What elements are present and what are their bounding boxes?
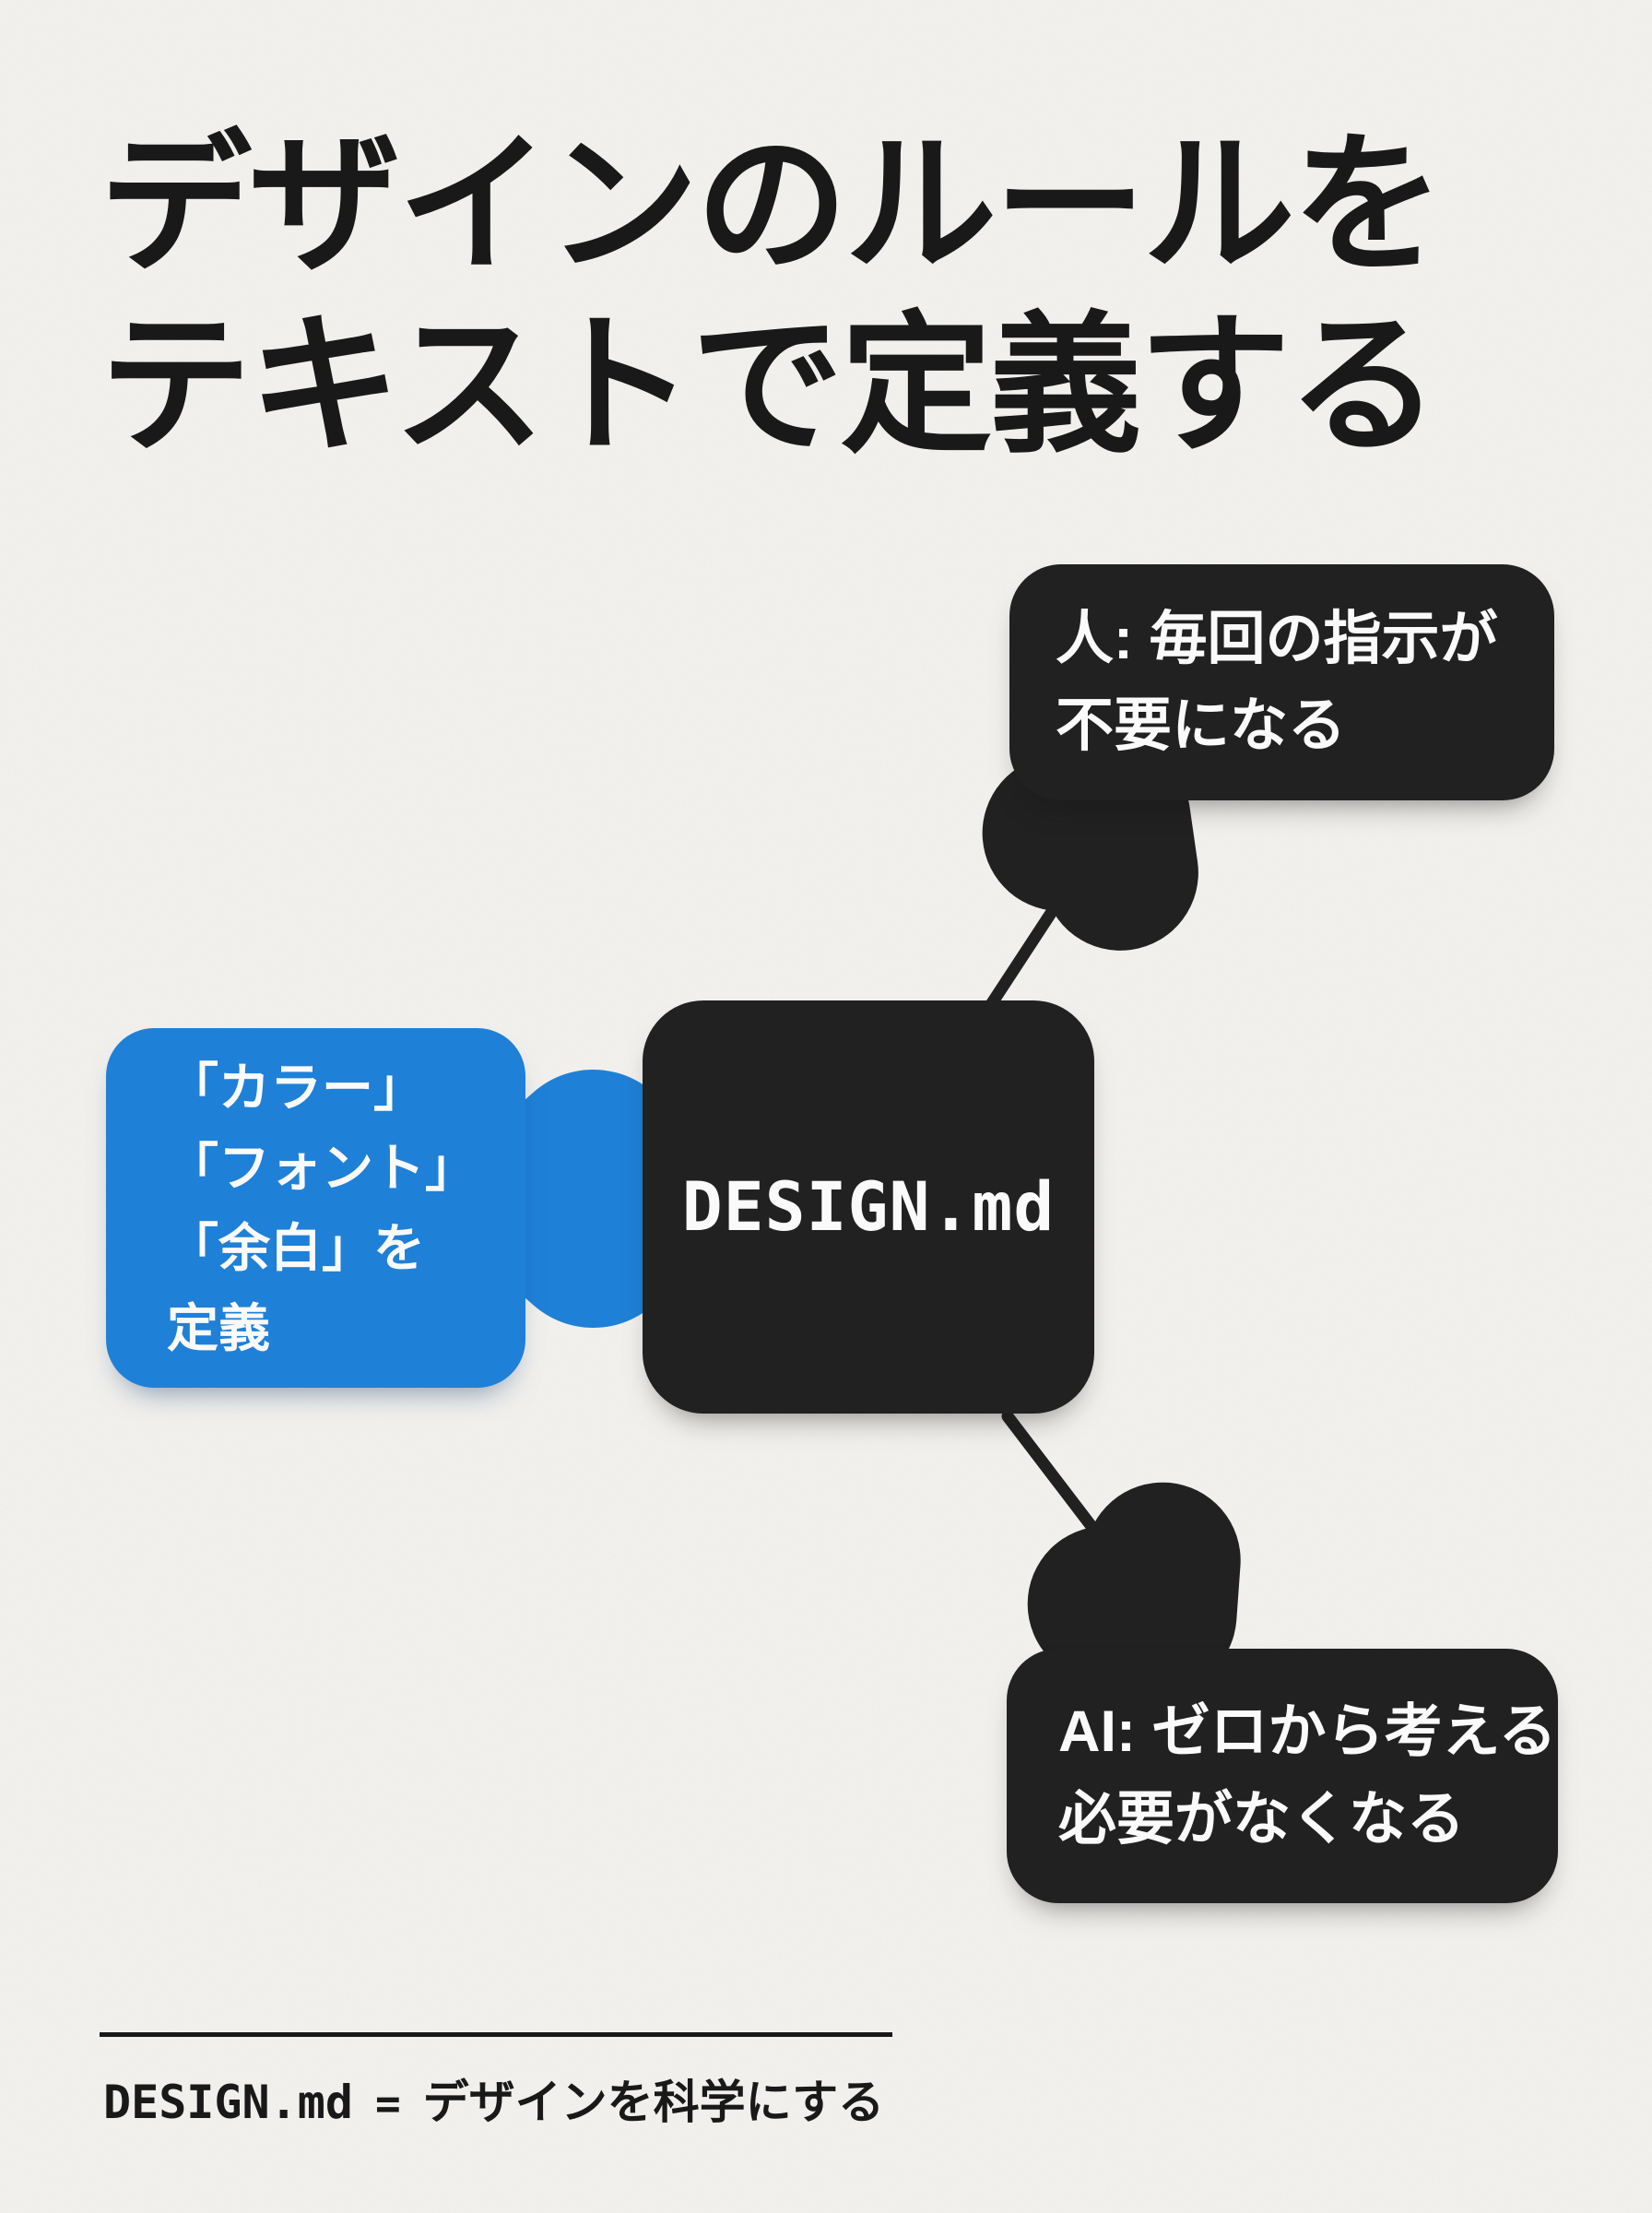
benefit-human-box: 人: 毎回の指示が 不要になる: [1009, 564, 1554, 800]
design-md-box: DESIGN.md: [643, 1000, 1094, 1414]
page-title: デザインのルールを テキストで定義する: [100, 114, 1445, 476]
define-line-3: 「余白」を: [167, 1219, 425, 1277]
benefit-ai-line-2: 必要がなくなる: [1058, 1787, 1465, 1852]
design-md-label: DESIGN.md: [681, 1167, 1056, 1247]
arrow-to-ai: [1001, 1410, 1241, 1693]
benefit-human-line-2: 不要になる: [1056, 693, 1346, 758]
benefit-ai-line-1: AI: ゼロから考える: [1058, 1699, 1557, 1764]
benefit-human-line-1: 人: 毎回の指示が: [1056, 607, 1498, 671]
arrow-to-human: [982, 740, 1198, 1015]
title-line-2: テキストで定義する: [100, 301, 1440, 470]
define-box: 「カラー」 「フォント」 「余白」を 定義: [106, 1028, 525, 1388]
footer-divider: [100, 2032, 892, 2037]
footer-equals: =: [374, 2078, 401, 2128]
title-line-1: デザインのルールを: [100, 120, 1445, 290]
define-line-4: 定義: [167, 1299, 270, 1357]
footer: DESIGN.md = デザインを科学にする: [103, 2065, 884, 2132]
define-line-2: 「フォント」: [167, 1139, 477, 1197]
footer-tagline: デザインを科学にする: [422, 2077, 885, 2128]
benefit-ai-box: AI: ゼロから考える 必要がなくなる: [1007, 1649, 1558, 1903]
define-line-1: 「カラー」: [167, 1059, 425, 1117]
footer-filename: DESIGN.md: [103, 2076, 353, 2129]
